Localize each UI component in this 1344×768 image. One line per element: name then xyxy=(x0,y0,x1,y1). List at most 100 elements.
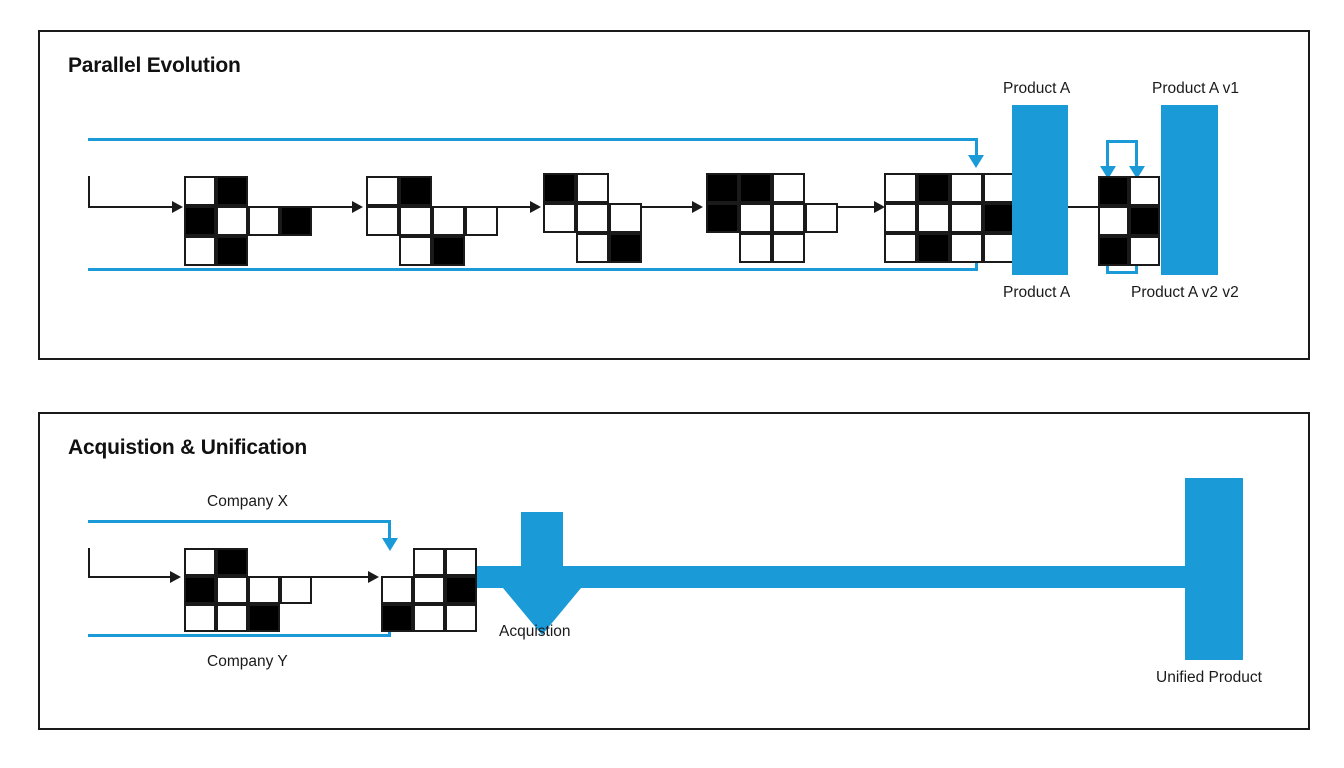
entry-elbow-vertical xyxy=(88,176,90,208)
blue-top-bracket-drop xyxy=(975,138,978,158)
company-x-bracket-drop xyxy=(388,520,391,540)
blue-top-bracket-arrowhead-icon xyxy=(968,155,984,168)
entry-arrowhead-icon xyxy=(172,201,183,213)
blue-top-bracket-line xyxy=(88,138,978,141)
checker-cell xyxy=(917,173,950,203)
checker-cell xyxy=(413,576,445,604)
connector-4-5 xyxy=(838,206,876,208)
checker-cell xyxy=(706,173,739,203)
checker-cell xyxy=(772,173,805,203)
checker-cell xyxy=(216,548,248,576)
blue-loop-top-right-vertical xyxy=(1135,140,1138,168)
checker-cell xyxy=(983,233,1016,263)
panel-title-parallel-evolution: Parallel Evolution xyxy=(68,54,241,77)
label-product-a-top: Product A xyxy=(1003,80,1071,97)
checker-cell xyxy=(1129,176,1160,206)
checker-cell xyxy=(950,173,983,203)
checker-cell xyxy=(1098,176,1129,206)
checker-cell xyxy=(248,206,280,236)
label-product-a-bottom: Product A xyxy=(1003,284,1071,301)
checker-cell xyxy=(950,203,983,233)
connector-1-2-arrowhead-icon xyxy=(352,201,363,213)
checker-cell xyxy=(1129,206,1160,236)
checker-cell xyxy=(950,233,983,263)
checker-cell xyxy=(1129,236,1160,266)
checker-cell xyxy=(184,604,216,632)
checker-cell xyxy=(216,176,248,206)
checker-cell xyxy=(772,233,805,263)
checker-cell xyxy=(216,236,248,266)
acquisition-arrow-head-icon xyxy=(503,588,581,635)
checker-cell xyxy=(805,203,838,233)
checker-cell xyxy=(216,576,248,604)
checker-cell xyxy=(884,233,917,263)
checker-cell xyxy=(216,206,248,236)
checker-cell xyxy=(184,176,216,206)
acquisition-arrow-stem xyxy=(521,512,563,590)
checker-cell xyxy=(280,206,312,236)
checker-cell xyxy=(609,203,642,233)
connector-4-5-arrowhead-icon xyxy=(874,201,885,213)
company-y-bracket-line xyxy=(88,634,391,637)
entry-elbow-horizontal-2 xyxy=(88,576,172,578)
checker-cell xyxy=(280,576,312,604)
blue-bottom-bracket-line xyxy=(88,268,978,271)
checker-cell xyxy=(216,604,248,632)
checker-cell xyxy=(184,548,216,576)
checker-cell xyxy=(884,173,917,203)
checker-cell xyxy=(366,206,399,236)
checker-cell xyxy=(576,173,609,203)
product-a-v1-bar xyxy=(1161,105,1218,275)
checker-cell xyxy=(543,173,576,203)
checker-cell xyxy=(739,173,772,203)
blue-loop-top-left-vertical xyxy=(1106,140,1109,168)
label-product-a-v2: Product A v2 v2 xyxy=(1131,284,1239,301)
checker-cell xyxy=(739,203,772,233)
connector-1-2 xyxy=(312,206,354,208)
checker-cell xyxy=(917,203,950,233)
label-product-a-v1: Product A v1 xyxy=(1152,80,1240,97)
checker-cell xyxy=(381,604,413,632)
checker-cell xyxy=(983,203,1016,233)
label-company-y: Company Y xyxy=(207,653,288,670)
company-x-arrowhead-icon xyxy=(382,538,398,551)
entry-arrowhead-icon-2 xyxy=(170,571,181,583)
connector-2-3 xyxy=(498,206,532,208)
checker-cell xyxy=(184,576,216,604)
blue-loop-top-left-arrowhead-icon xyxy=(1100,166,1116,179)
panel-title-acquisition-unification: Acquistion & Unification xyxy=(68,436,308,459)
checker-cell xyxy=(248,576,280,604)
label-company-x: Company X xyxy=(207,493,288,510)
checker-cell xyxy=(1098,206,1129,236)
checker-cell xyxy=(248,604,280,632)
checker-cell xyxy=(884,203,917,233)
entry-elbow-horizontal xyxy=(88,206,174,208)
checker-cell xyxy=(381,576,413,604)
checker-cell xyxy=(413,548,445,576)
checker-cell xyxy=(772,203,805,233)
checker-cell xyxy=(576,203,609,233)
checker-cell xyxy=(432,236,465,266)
checker-cell xyxy=(739,233,772,263)
checker-cell xyxy=(465,206,498,236)
blue-loop-top-horizontal xyxy=(1106,140,1138,143)
connector-3-4-arrowhead-icon xyxy=(692,201,703,213)
connector-5-6 xyxy=(1068,206,1100,208)
checker-cell xyxy=(445,604,477,632)
checker-cell xyxy=(576,233,609,263)
blue-loop-bottom-horizontal xyxy=(1106,271,1138,274)
checker-cell xyxy=(543,203,576,233)
checker-cell xyxy=(445,548,477,576)
unification-pipe xyxy=(477,566,1187,588)
checker-cell xyxy=(184,206,216,236)
checker-cell xyxy=(413,604,445,632)
connector-2-3-arrowhead-icon xyxy=(530,201,541,213)
checker-cell xyxy=(399,176,432,206)
checker-cell xyxy=(432,206,465,236)
checker-cell xyxy=(706,203,739,233)
company-x-bracket-line xyxy=(88,520,391,523)
checker-cell xyxy=(366,176,399,206)
checker-cell xyxy=(184,236,216,266)
checker-cell xyxy=(399,236,432,266)
checker-cell xyxy=(399,206,432,236)
